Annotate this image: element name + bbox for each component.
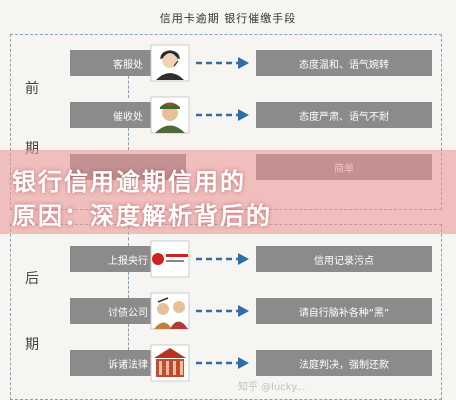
flow-connector bbox=[128, 128, 129, 150]
diagram-title: 信用卡逾期 银行催缴手段 bbox=[159, 12, 297, 25]
result-box-dark-methods: 请自行脑补各种“黑” bbox=[256, 298, 432, 324]
headline-line-2: 原因：深度解析背后的 bbox=[12, 202, 272, 230]
flow-connector bbox=[128, 226, 129, 246]
flow-arrow bbox=[196, 57, 249, 69]
phase-label-front-1: 前 bbox=[25, 81, 39, 97]
central-bank-logo-icon bbox=[150, 240, 190, 278]
headline-overlay-band: 银行信用逾期信用的 原因：深度解析背后的 bbox=[0, 150, 456, 234]
headline-line-1: 银行信用逾期信用的 bbox=[12, 168, 246, 196]
flow-arrow bbox=[196, 305, 249, 317]
court-building-icon bbox=[150, 344, 190, 382]
customer-service-agent-icon bbox=[150, 44, 190, 82]
result-box-stern: 态度严肃、语气不耐 bbox=[256, 102, 432, 128]
flow-connector bbox=[128, 324, 129, 350]
watermark: 知乎 @lucky... bbox=[238, 382, 306, 393]
debt-collector-confrontation-icon bbox=[150, 292, 190, 330]
phase-label-back-1: 后 bbox=[25, 271, 39, 287]
result-box-credit-stain: 信用记录污点 bbox=[256, 246, 432, 272]
result-box-mild: 态度温和、语气婉转 bbox=[256, 50, 432, 76]
collector-officer-icon bbox=[150, 96, 190, 134]
phase-label-back-2: 期 bbox=[25, 337, 39, 353]
flow-arrow bbox=[196, 109, 249, 121]
result-box-court-ruling: 法庭判决，强制还款 bbox=[256, 350, 432, 376]
flow-arrow bbox=[196, 357, 249, 369]
flow-connector bbox=[128, 272, 129, 298]
flow-arrow bbox=[196, 253, 249, 265]
flow-connector bbox=[128, 76, 129, 98]
